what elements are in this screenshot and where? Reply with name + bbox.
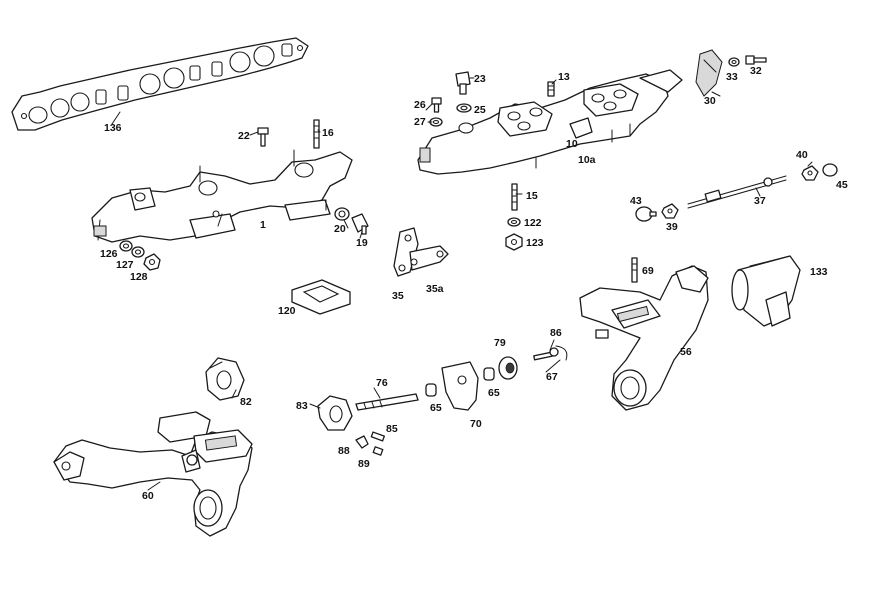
callout-133: 133 xyxy=(810,266,828,278)
exhaust-elbow-56 xyxy=(579,265,709,411)
heat-shield-30 xyxy=(695,49,723,97)
nut-128 xyxy=(143,253,161,271)
screw-89 xyxy=(372,446,384,456)
bushing-65b xyxy=(483,367,495,381)
callout-65-right: 65 xyxy=(488,387,500,399)
pin-85 xyxy=(370,431,385,442)
callout-35a: 35a xyxy=(426,283,444,295)
knob-45 xyxy=(822,163,838,177)
stud-16 xyxy=(313,119,320,149)
stud-69 xyxy=(631,257,638,283)
callout-88: 88 xyxy=(338,445,350,457)
callout-22: 22 xyxy=(238,130,250,142)
nut-40 xyxy=(801,165,819,181)
callout-122: 122 xyxy=(524,217,542,229)
sensor-23 xyxy=(455,71,471,95)
washer-127 xyxy=(131,246,145,258)
callout-83: 83 xyxy=(296,400,308,412)
callout-39: 39 xyxy=(666,221,678,233)
callout-89: 89 xyxy=(358,458,370,470)
callout-79: 79 xyxy=(494,337,506,349)
manifold-10 xyxy=(417,69,683,175)
callout-86: 86 xyxy=(550,327,562,339)
callout-85: 85 xyxy=(386,423,398,435)
fitting-13 xyxy=(547,81,555,97)
callout-45: 45 xyxy=(836,179,848,191)
callout-10a: 10a xyxy=(578,154,596,166)
callout-70: 70 xyxy=(470,418,482,430)
callout-40: 40 xyxy=(796,149,808,161)
exhaust-pipe-60 xyxy=(53,411,253,537)
callout-labels: 136 22 16 1 20 19 126 127 128 35 35a 120… xyxy=(100,65,848,502)
washer-33 xyxy=(728,57,740,67)
nut-39 xyxy=(661,203,679,219)
bushing-79 xyxy=(498,356,518,380)
callout-60: 60 xyxy=(142,490,154,502)
bolt-86 xyxy=(533,347,559,361)
callout-26: 26 xyxy=(414,99,426,111)
leader-lines xyxy=(111,77,813,491)
shaft-76 xyxy=(355,393,419,411)
callout-82: 82 xyxy=(240,396,252,408)
callout-27: 27 xyxy=(414,116,426,128)
bolt-26 xyxy=(431,97,442,113)
callout-136: 136 xyxy=(104,122,122,134)
callout-35: 35 xyxy=(392,290,404,302)
callout-65-left: 65 xyxy=(430,402,442,414)
callout-67: 67 xyxy=(546,371,558,383)
callout-13: 13 xyxy=(558,71,570,83)
bolt-32 xyxy=(745,55,767,65)
stud-15 xyxy=(511,183,518,211)
clip-67 xyxy=(555,345,568,361)
callout-123: 123 xyxy=(526,237,544,249)
callout-128: 128 xyxy=(130,271,148,283)
callout-19: 19 xyxy=(356,237,368,249)
sensor-19 xyxy=(351,213,369,235)
washer-126 xyxy=(119,240,133,252)
callout-1: 1 xyxy=(260,219,266,231)
callout-76: 76 xyxy=(376,377,388,389)
callout-16: 16 xyxy=(322,127,334,139)
callout-37: 37 xyxy=(754,195,766,207)
bolt-22 xyxy=(257,127,269,147)
callout-20: 20 xyxy=(334,223,346,235)
washer-122 xyxy=(507,217,521,227)
callout-10: 10 xyxy=(566,138,578,150)
bushing-65a xyxy=(425,383,437,397)
callout-69: 69 xyxy=(642,265,654,277)
callout-126: 126 xyxy=(100,248,118,260)
manifold-gasket-136 xyxy=(11,37,309,131)
callout-32: 32 xyxy=(750,65,762,77)
callout-127: 127 xyxy=(116,259,134,271)
cap-82 xyxy=(205,357,245,401)
washer-25 xyxy=(456,103,472,113)
callout-33: 33 xyxy=(726,71,738,83)
callout-56: 56 xyxy=(680,346,692,358)
callout-23: 23 xyxy=(474,73,486,85)
manifold-1 xyxy=(91,149,353,243)
cable-37 xyxy=(687,175,787,209)
callout-43: 43 xyxy=(630,195,642,207)
knob-43 xyxy=(635,206,657,222)
gasket-120 xyxy=(291,279,351,315)
nut-123 xyxy=(505,233,523,251)
link-35a xyxy=(409,245,449,271)
callout-30: 30 xyxy=(704,95,716,107)
pipe-133 xyxy=(731,255,801,327)
callout-25: 25 xyxy=(474,104,486,116)
cap-83 xyxy=(317,395,353,431)
plug-20 xyxy=(334,207,350,221)
callout-120: 120 xyxy=(278,305,296,317)
callout-15: 15 xyxy=(526,190,538,202)
nut-88 xyxy=(355,435,369,449)
flap-70 xyxy=(441,361,479,411)
